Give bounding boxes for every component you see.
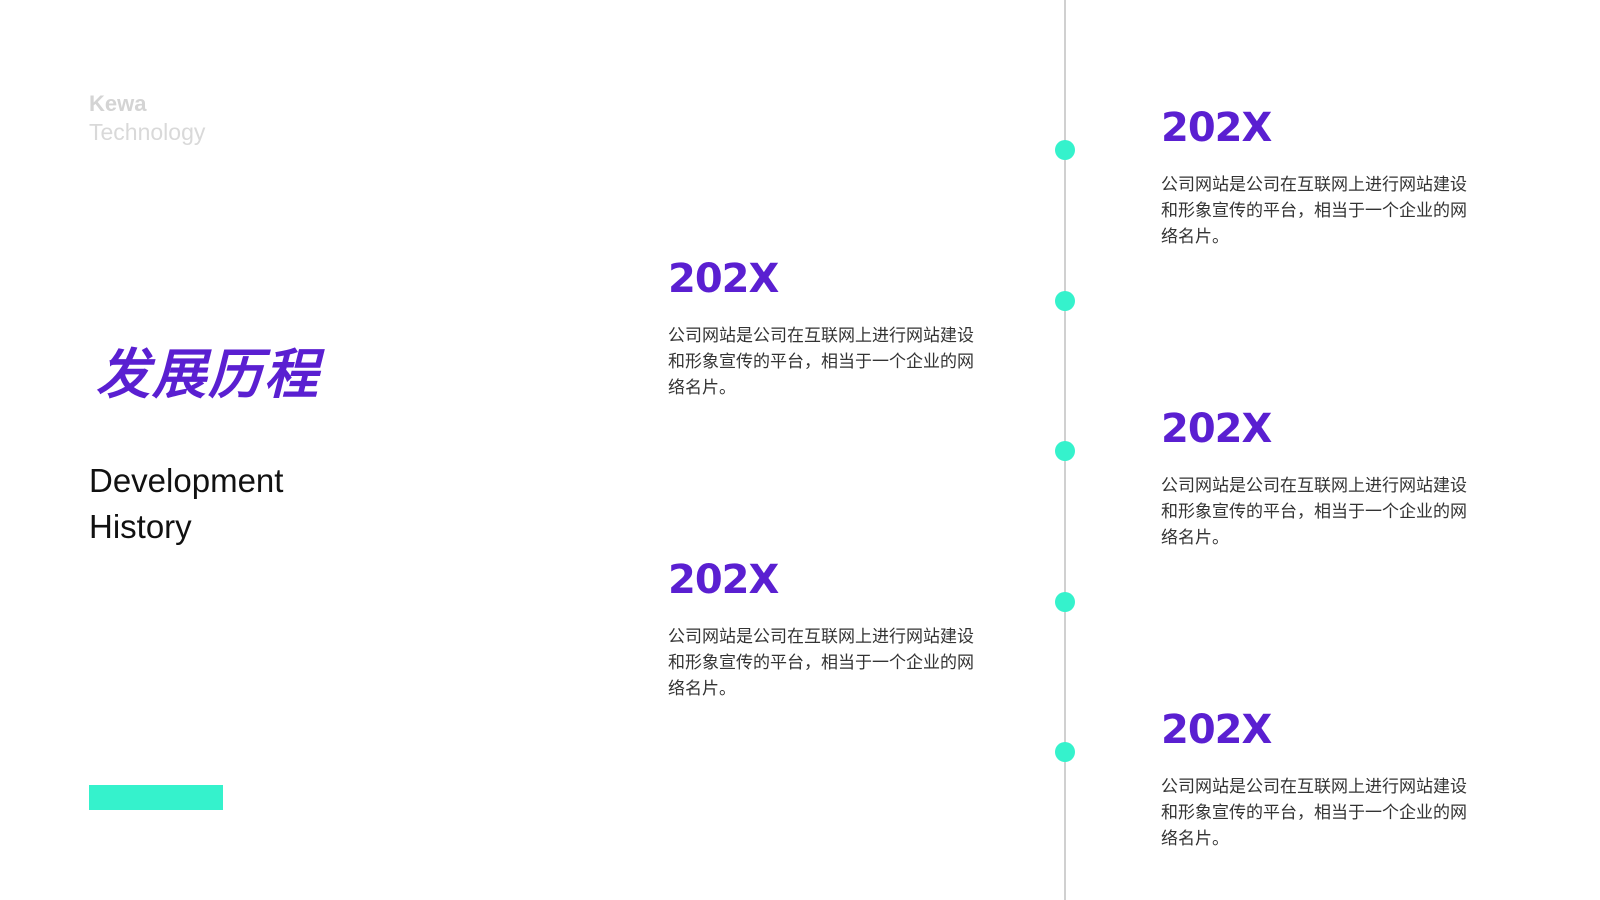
timeline-dot <box>1055 742 1075 762</box>
timeline-entry: 202X 公司网站是公司在互联网上进行网站建设和形象宣传的平台，相当于一个企业的… <box>1161 708 1481 852</box>
timeline-desc: 公司网站是公司在互联网上进行网站建设和形象宣传的平台，相当于一个企业的网络名片。 <box>1161 777 1467 849</box>
page-title-en: Development History <box>89 458 283 550</box>
timeline-year: 202X <box>668 256 779 302</box>
timeline-desc: 公司网站是公司在互联网上进行网站建设和形象宣传的平台，相当于一个企业的网络名片。 <box>668 627 974 699</box>
timeline-entry: 202X 公司网站是公司在互联网上进行网站建设和形象宣传的平台，相当于一个企业的… <box>668 558 988 702</box>
timeline-dot <box>1055 140 1075 160</box>
timeline-dot <box>1055 291 1075 311</box>
timeline-year: 202X <box>1161 105 1272 151</box>
timeline-desc: 公司网站是公司在互联网上进行网站建设和形象宣传的平台，相当于一个企业的网络名片。 <box>1161 175 1467 247</box>
page-title-en-line2: History <box>89 508 192 545</box>
timeline-year: 202X <box>668 557 779 603</box>
brand-name: Kewa <box>89 91 147 116</box>
page-title-en-line1: Development <box>89 462 284 499</box>
accent-bar <box>89 785 223 810</box>
timeline-desc: 公司网站是公司在互联网上进行网站建设和形象宣传的平台，相当于一个企业的网络名片。 <box>668 326 974 398</box>
timeline-entry: 202X 公司网站是公司在互联网上进行网站建设和形象宣传的平台，相当于一个企业的… <box>668 257 988 401</box>
timeline-year: 202X <box>1161 406 1272 452</box>
timeline-entry: 202X 公司网站是公司在互联网上进行网站建设和形象宣传的平台，相当于一个企业的… <box>1161 106 1481 250</box>
timeline-entry: 202X 公司网站是公司在互联网上进行网站建设和形象宣传的平台，相当于一个企业的… <box>1161 407 1481 551</box>
timeline-dot <box>1055 441 1075 461</box>
timeline-desc: 公司网站是公司在互联网上进行网站建设和形象宣传的平台，相当于一个企业的网络名片。 <box>1161 476 1467 548</box>
timeline-dot <box>1055 592 1075 612</box>
brand-subtitle: Technology <box>89 119 206 145</box>
timeline-year: 202X <box>1161 707 1272 753</box>
page-title-cn: 发展历程 <box>96 343 320 406</box>
brand-logo: Kewa Technology <box>89 90 205 146</box>
